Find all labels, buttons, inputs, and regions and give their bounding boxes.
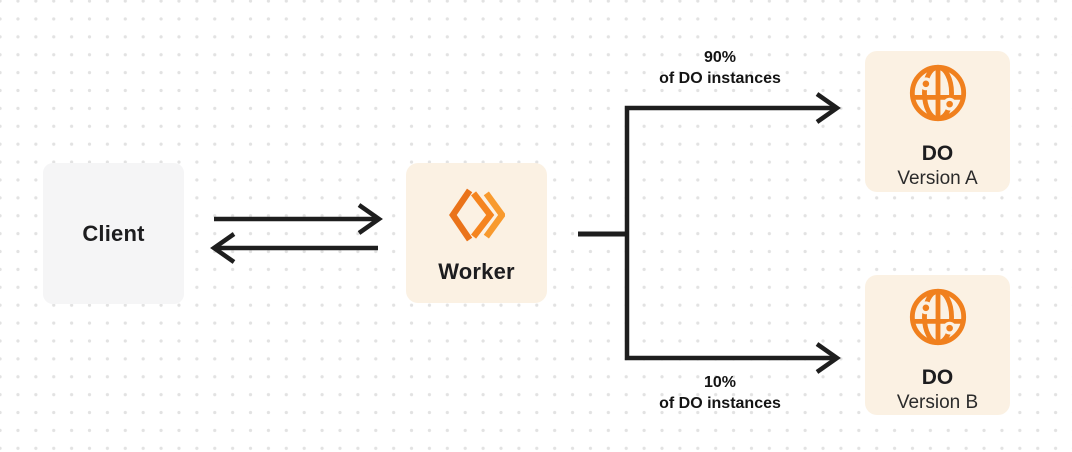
do-version-b-title: DO	[921, 366, 954, 389]
durable-object-globe-icon	[907, 62, 969, 124]
do-version-b-subtitle: Version B	[896, 392, 979, 413]
cloudflare-workers-icon	[448, 184, 507, 246]
split-top-label: 90% of DO instances	[620, 47, 820, 89]
do-version-a-node: DO Version A	[865, 51, 1010, 192]
split-bottom-caption: of DO instances	[659, 395, 781, 412]
durable-object-globe-icon	[907, 286, 969, 348]
do-version-b-node: DO Version B	[865, 275, 1010, 415]
split-bottom-percent: 10%	[703, 374, 737, 391]
split-top-caption: of DO instances	[659, 70, 781, 87]
worker-node: Worker	[406, 163, 547, 303]
client-node: Client	[43, 163, 184, 304]
worker-label: Worker	[438, 259, 515, 284]
split-bottom-label: 10% of DO instances	[620, 372, 820, 414]
do-version-a-subtitle: Version A	[897, 168, 978, 189]
do-version-a-title: DO	[921, 142, 954, 165]
client-label: Client	[82, 220, 145, 246]
split-top-percent: 90%	[703, 49, 737, 66]
